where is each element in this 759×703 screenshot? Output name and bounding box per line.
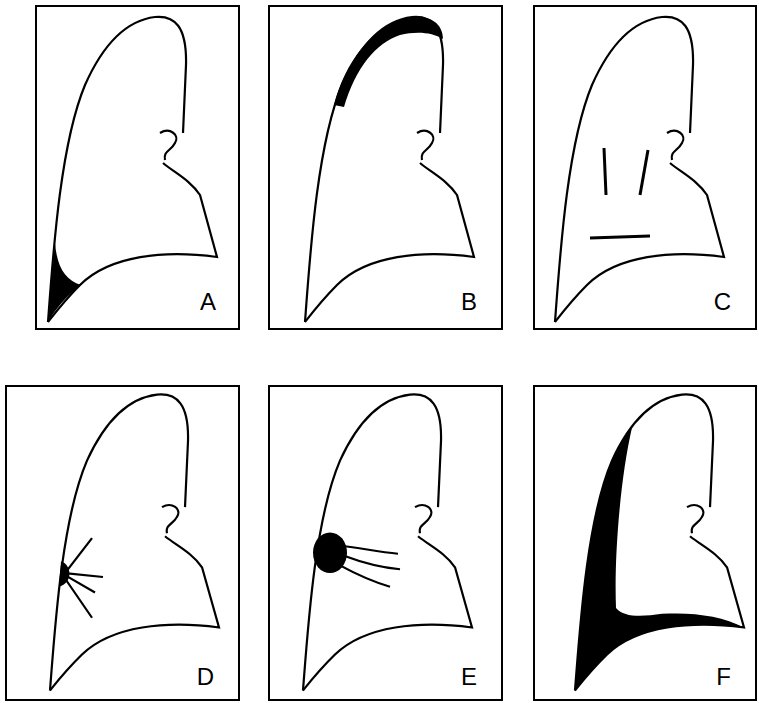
figure-panel: E [268,385,503,701]
lung-c [555,17,724,322]
lung-d [50,394,219,690]
panel-letter: E [461,665,477,689]
panel-letter: A [200,290,216,314]
lung-b [305,17,474,322]
panel-letter: F [716,665,731,689]
figure-panel: B [268,5,503,330]
lung-e [303,394,472,690]
panel-letter: D [197,665,214,689]
figure-panel: F [533,385,757,701]
figure-panel: D [5,385,240,701]
panel-letter: C [714,290,731,314]
panel-letter: B [461,290,477,314]
lung-f [575,394,744,690]
figure-panel: C [533,5,757,330]
lung-a [48,17,217,322]
figure-panel: A [35,5,240,330]
